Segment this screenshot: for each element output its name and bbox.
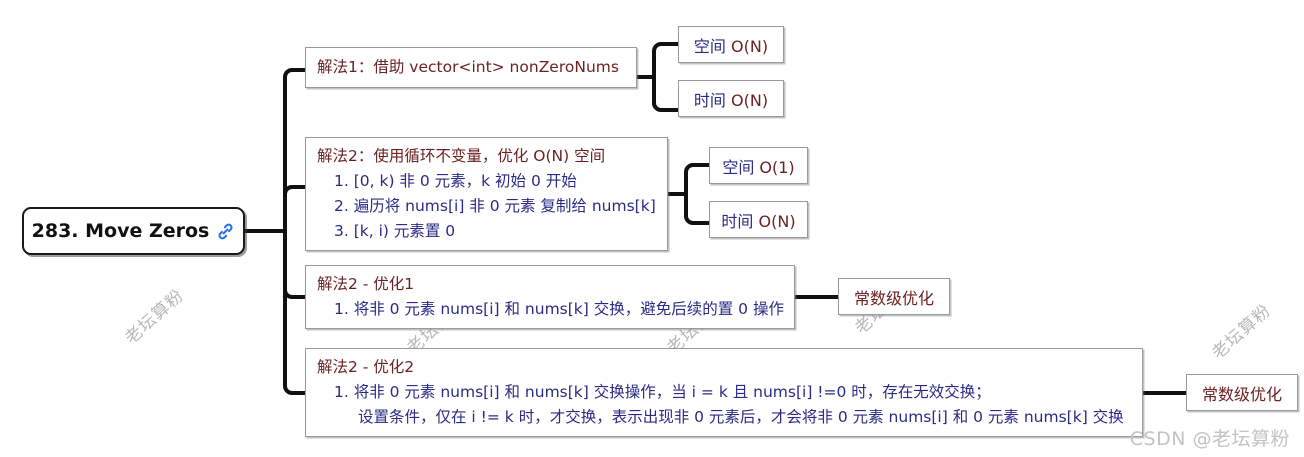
node-line: 3. [k, i) 元素置 0 [334, 221, 456, 240]
node-line: 2. 遍历将 nums[i] 非 0 元素 复制给 nums[k] [334, 196, 656, 215]
leaf-label: 空间 O(1) [722, 157, 795, 177]
branch-node-solution-2-opt-1[interactable]: 解法2 - 优化1 1. 将非 0 元素 nums[i] 和 nums[k] 交… [305, 265, 795, 329]
node-line: 1. 将非 0 元素 nums[i] 和 nums[k] 交换操作，当 i = … [334, 382, 991, 401]
node-line: 解法1：借助 vector<int> nonZeroNums [317, 57, 619, 76]
leaf-node-const-opt-2[interactable]: 常数级优化 [1186, 374, 1298, 411]
root-node[interactable]: 283. Move Zeros [22, 207, 245, 255]
leaf-label: 常数级优化 [853, 288, 934, 308]
branch-node-solution-1[interactable]: 解法1：借助 vector<int> nonZeroNums [305, 47, 637, 88]
leaf-node-const-opt-1[interactable]: 常数级优化 [838, 278, 950, 315]
leaf-label: 时间 O(N) [693, 90, 769, 110]
link-icon [216, 222, 235, 241]
branch-node-solution-2-opt-2[interactable]: 解法2 - 优化2 1. 将非 0 元素 nums[i] 和 nums[k] 交… [305, 348, 1143, 437]
leaf-node-time-on-2[interactable]: 时间 O(N) [709, 201, 808, 238]
node-line: 解法2 - 优化2 [317, 357, 415, 376]
node-line: 解法2：使用循环不变量，优化 O(N) 空间 [317, 146, 606, 165]
leaf-label: 空间 O(N) [693, 36, 769, 56]
node-line: 1. 将非 0 元素 nums[i] 和 nums[k] 交换，避免后续的置 0… [334, 299, 784, 318]
leaf-node-time-on[interactable]: 时间 O(N) [678, 80, 784, 117]
leaf-node-space-o1[interactable]: 空间 O(1) [709, 147, 808, 184]
branch-node-solution-2[interactable]: 解法2：使用循环不变量，优化 O(N) 空间 1. [0, k) 非 0 元素，… [305, 137, 668, 251]
leaf-label: 常数级优化 [1201, 384, 1282, 404]
watermark-csdn: CSDN @老坛算粉 [1129, 428, 1290, 450]
leaf-label: 时间 O(N) [721, 211, 796, 231]
node-line: 设置条件，仅在 i != k 时，才交换，表示出现非 0 元素后，才会将非 0 … [358, 407, 1124, 426]
leaf-node-space-on[interactable]: 空间 O(N) [678, 26, 784, 63]
node-line: 解法2 - 优化1 [317, 274, 415, 293]
root-label: 283. Move Zeros [31, 220, 210, 242]
node-line: 1. [0, k) 非 0 元素，k 初始 0 开始 [334, 171, 577, 190]
